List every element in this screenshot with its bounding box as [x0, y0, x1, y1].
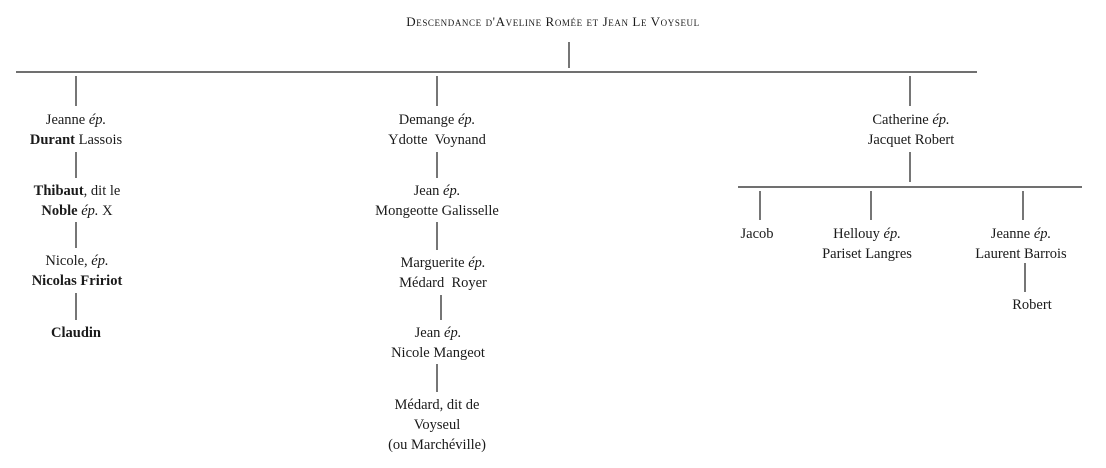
- person-thibaut: Thibaut, dit le Noble ép. X: [33, 183, 121, 219]
- person-jean-mangeot: Jean ép. Nicole Mangeot: [391, 325, 485, 361]
- diagram-title: Descendance d'Aveline Romée et Jean Le V…: [406, 14, 700, 29]
- person-nicole: Nicole, ép. Nicolas Fririot: [31, 253, 123, 289]
- person-jeanne-lassois: Jeanne ép. Durant Lassois: [29, 112, 123, 148]
- person-demange: Demange ép. Ydotte Voynand: [388, 112, 486, 148]
- person-jacob: Jacob: [740, 226, 774, 242]
- person-robert: Robert: [1012, 297, 1052, 313]
- person-jean-galisselle: Jean ép. Mongeotte Galisselle: [375, 183, 499, 219]
- person-medard: Médard, dit de Voyseul (ou Marchéville): [388, 397, 486, 453]
- person-claudin: Claudin: [51, 325, 101, 341]
- person-marguerite: Marguerite ép. Médard Royer: [399, 255, 487, 291]
- person-jeanne-barrois: Jeanne ép. Laurent Barrois: [975, 226, 1067, 262]
- person-hellouy: Hellouy ép. Pariset Langres: [822, 226, 912, 262]
- person-catherine: Catherine ép. Jacquet Robert: [867, 112, 955, 148]
